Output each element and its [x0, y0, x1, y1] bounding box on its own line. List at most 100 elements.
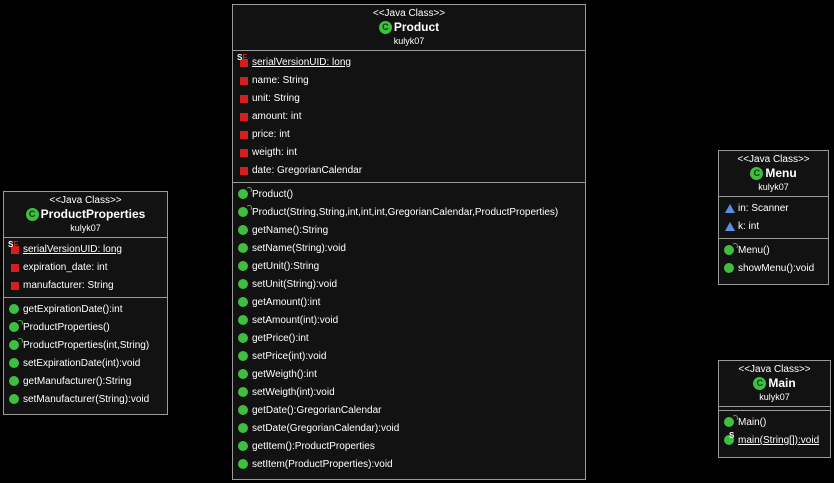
method-row[interactable]: getItem():ProductProperties	[233, 437, 585, 455]
public-method-icon	[237, 368, 250, 381]
method-row[interactable]: Product(String,String,int,int,int,Gregor…	[233, 203, 585, 221]
public-method-icon	[8, 357, 21, 370]
method-row[interactable]: ProductProperties()	[4, 318, 167, 336]
method-row[interactable]: getDate():GregorianCalendar	[233, 401, 585, 419]
field-row[interactable]: date: GregorianCalendar	[233, 161, 585, 179]
public-method-icon	[237, 242, 250, 255]
field-row[interactable]: amount: int	[233, 107, 585, 125]
method-row[interactable]: getAmount():int	[233, 293, 585, 311]
method-row[interactable]: getName():String	[233, 221, 585, 239]
package-field-icon	[723, 220, 736, 233]
class-icon: C	[378, 21, 392, 34]
method-row[interactable]: setAmount(int):void	[233, 311, 585, 329]
method-row[interactable]: getManufacturer():String	[4, 372, 167, 390]
package-label: kulyk07	[70, 223, 101, 233]
stereotype-label: <<Java Class>>	[372, 8, 446, 19]
methods-section: Menu() showMenu():void	[719, 238, 828, 280]
public-method-icon	[237, 278, 250, 291]
public-method-icon	[237, 386, 250, 399]
field-row[interactable]: unit: String	[233, 89, 585, 107]
method-row[interactable]: getExpirationDate():int	[4, 300, 167, 318]
static-final-private-field-icon: SF	[8, 240, 21, 256]
method-row[interactable]: setExpirationDate(int):void	[4, 354, 167, 372]
public-method-icon	[237, 332, 250, 345]
constructor-icon	[8, 337, 23, 352]
method-row[interactable]: setDate(GregorianCalendar):void	[233, 419, 585, 437]
package-label: kulyk07	[759, 392, 790, 402]
class-icon: C	[750, 167, 764, 180]
private-field-icon	[237, 164, 250, 177]
private-field-icon	[237, 146, 250, 159]
constructor-icon	[237, 186, 252, 201]
public-method-icon	[237, 422, 250, 435]
public-method-icon	[237, 404, 250, 417]
stereotype-label: <<Java Class>>	[738, 364, 811, 375]
package-field-icon	[723, 202, 736, 215]
methods-section: Product() Product(String,String,int,int,…	[233, 182, 585, 476]
package-label: kulyk07	[758, 182, 789, 192]
private-field-icon	[237, 128, 250, 141]
public-method-icon	[237, 458, 250, 471]
constructor-icon	[237, 204, 252, 219]
method-row[interactable]: setUnit(String):void	[233, 275, 585, 293]
class-icon: C	[25, 208, 39, 221]
method-row[interactable]: setWeigth(int):void	[233, 383, 585, 401]
fields-section: in: Scanner k: int	[719, 197, 828, 238]
method-row[interactable]: setName(String):void	[233, 239, 585, 257]
field-row[interactable]: manufacturer: String	[4, 276, 167, 294]
field-row[interactable]: price: int	[233, 125, 585, 143]
field-row[interactable]: k: int	[719, 217, 828, 235]
field-row[interactable]: name: String	[233, 71, 585, 89]
public-method-icon	[237, 350, 250, 363]
private-field-icon	[237, 110, 250, 123]
method-row[interactable]: getWeigth():int	[233, 365, 585, 383]
field-row[interactable]: in: Scanner	[719, 199, 828, 217]
constructor-icon	[8, 319, 23, 334]
method-row[interactable]: getPrice():int	[233, 329, 585, 347]
public-method-icon	[237, 260, 250, 273]
method-row[interactable]: Product()	[233, 185, 585, 203]
method-row[interactable]: Main()	[719, 413, 830, 431]
methods-section: getExpirationDate():int ProductPropertie…	[4, 297, 167, 411]
public-method-icon	[8, 393, 21, 406]
private-field-icon	[237, 74, 250, 87]
public-method-icon	[237, 314, 250, 327]
private-field-icon	[8, 279, 21, 292]
method-row[interactable]: setPrice(int):void	[233, 347, 585, 365]
private-field-icon	[237, 92, 250, 105]
public-method-icon	[723, 262, 736, 275]
method-row[interactable]: getUnit():String	[233, 257, 585, 275]
method-row[interactable]: showMenu():void	[719, 259, 828, 277]
public-method-icon	[8, 303, 21, 316]
field-row[interactable]: expiration_date: int	[4, 258, 167, 276]
method-row[interactable]: Menu()	[719, 241, 828, 259]
method-row[interactable]: ProductProperties(int,String)	[4, 336, 167, 354]
method-row[interactable]: setManufacturer(String):void	[4, 390, 167, 408]
package-label: kulyk07	[393, 36, 425, 46]
private-field-icon	[8, 261, 21, 274]
static-final-private-field-icon: SF	[237, 53, 250, 69]
public-method-icon	[237, 224, 250, 237]
method-row[interactable]: setItem(ProductProperties):void	[233, 455, 585, 473]
public-method-icon	[237, 440, 250, 453]
field-row[interactable]: weigth: int	[233, 143, 585, 161]
constructor-icon	[723, 414, 738, 429]
